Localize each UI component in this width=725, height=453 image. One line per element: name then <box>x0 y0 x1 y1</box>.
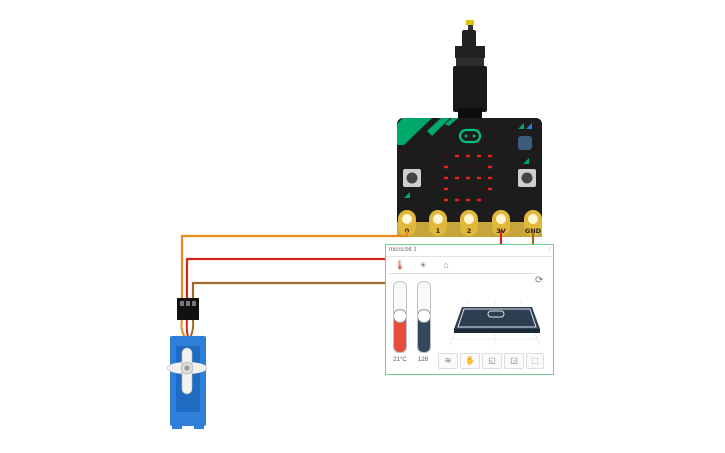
led-2-0 <box>444 176 448 180</box>
drag-handle-icon[interactable]: ⁝⁝ <box>548 247 551 253</box>
hand-icon[interactable]: ✋ <box>460 353 480 369</box>
led-4-4 <box>488 198 492 202</box>
led-0-1 <box>455 154 459 158</box>
led-3-0 <box>444 187 448 191</box>
microbit-logo-icon[interactable] <box>458 128 482 144</box>
home-icon[interactable]: ⌂ <box>443 260 449 270</box>
temperature-value: 21°C <box>393 357 407 363</box>
led-3-4 <box>488 187 492 191</box>
servo-motor[interactable] <box>166 298 208 429</box>
led-3-2 <box>466 187 470 191</box>
temperature-fill <box>394 317 406 352</box>
pin-1[interactable]: 1 <box>429 210 447 236</box>
pin-2[interactable]: 2 <box>460 210 478 236</box>
board-3d-preview[interactable] <box>440 279 550 351</box>
led-0-3 <box>477 154 481 158</box>
reset-button[interactable] <box>518 136 532 150</box>
shake-icon[interactable]: ≋ <box>438 353 458 369</box>
led-1-1 <box>455 165 459 169</box>
led-4-1 <box>455 198 459 202</box>
led-1-4 <box>488 165 492 169</box>
pin-label: 2 <box>467 227 472 235</box>
tab-divider <box>389 273 535 274</box>
light-value: 128 <box>417 357 428 363</box>
button-b[interactable] <box>518 169 536 187</box>
led-3-1 <box>455 187 459 191</box>
light-knob[interactable] <box>418 309 430 323</box>
temperature-slider[interactable] <box>393 281 407 353</box>
led-2-3 <box>477 176 481 180</box>
led-4-2 <box>466 198 470 202</box>
led-0-2 <box>466 154 470 158</box>
thermometer-icon[interactable]: 🌡 <box>394 260 406 270</box>
led-4-0 <box>444 198 448 202</box>
led-2-1 <box>455 176 459 180</box>
led-4-3 <box>477 198 481 202</box>
led-2-4 <box>488 176 492 180</box>
usb-cable <box>453 20 487 118</box>
pin-label: 1 <box>436 227 441 235</box>
temperature-knob[interactable] <box>394 309 406 323</box>
button-a[interactable] <box>403 169 421 187</box>
led-1-0 <box>444 165 448 169</box>
tilt-left-icon[interactable]: ◱ <box>482 353 502 369</box>
led-1-2 <box>466 165 470 169</box>
tilt-right-icon[interactable]: ◲ <box>504 353 524 369</box>
board-accent-left <box>397 118 432 145</box>
led-3-3 <box>477 187 481 191</box>
light-slider[interactable] <box>417 281 431 353</box>
panel-title: micro:bit 1 <box>389 247 417 253</box>
signal-wire <box>180 230 409 300</box>
led-matrix <box>444 154 492 202</box>
light-fill <box>418 317 430 352</box>
led-0-4 <box>488 154 492 158</box>
freefall-icon[interactable]: ⬚ <box>526 353 544 369</box>
led-2-2 <box>466 176 470 180</box>
sensor-panel[interactable]: micro:bit 1 ⁝⁝ 🌡 ☀ ⌂ ⟳ 21°C 128 <box>385 244 554 375</box>
led-0-0 <box>444 154 448 158</box>
panel-header: micro:bit 1 ⁝⁝ <box>386 245 553 257</box>
led-1-3 <box>477 165 481 169</box>
panel-tabs: 🌡 ☀ ⌂ ⟳ <box>386 257 553 286</box>
sun-icon[interactable]: ☀ <box>418 260 428 270</box>
rotate-view-icon[interactable]: ⟳ <box>535 275 544 286</box>
